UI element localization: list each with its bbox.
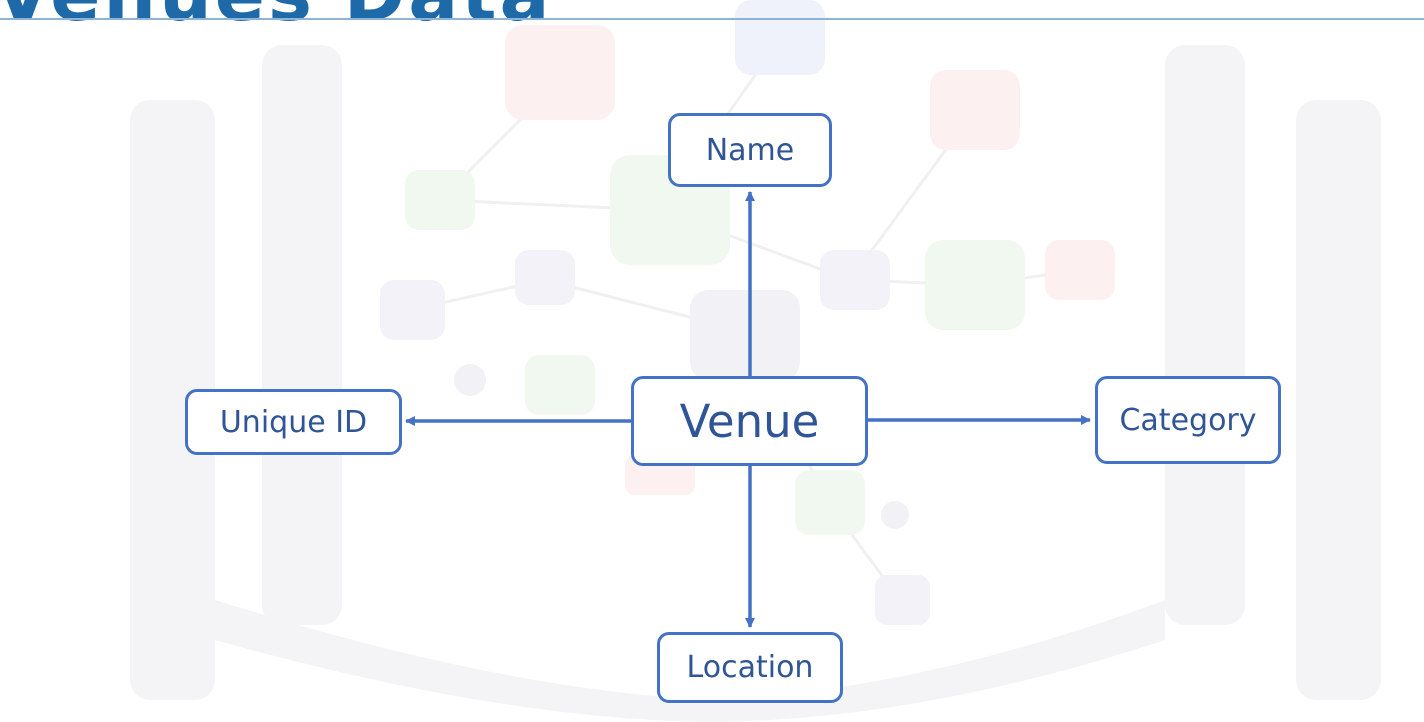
category-node: Category	[1095, 376, 1281, 464]
venue-node: Venue	[631, 376, 868, 466]
location-node: Location	[657, 632, 843, 703]
name-node: Name	[668, 113, 832, 187]
unique-id-node: Unique ID	[185, 389, 402, 455]
title-divider	[0, 18, 1424, 20]
